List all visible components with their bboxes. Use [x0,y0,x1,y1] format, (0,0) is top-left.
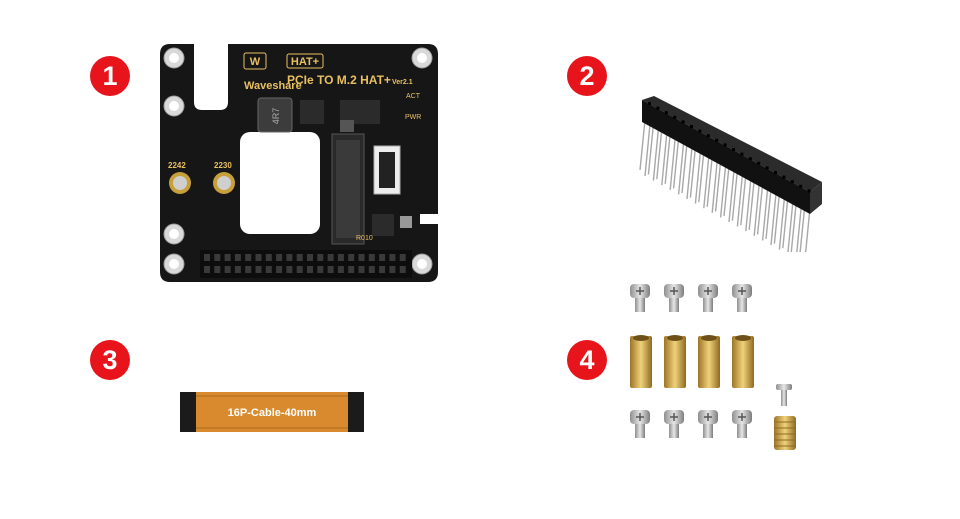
brass-standoff [698,335,720,388]
header-hole [723,143,727,147]
gpio-pin [368,254,375,261]
gpio-pin [224,266,231,273]
mount-2230-label: 2230 [214,161,232,170]
header-hole [715,138,719,142]
hat-plus-badge: HAT+ [291,56,319,68]
threaded-brass-insert [774,416,796,450]
item-number-badge-2: 2 [567,56,607,96]
gpio-pin [389,254,396,261]
insert-screw [776,384,792,406]
gpio-pin [255,254,262,261]
gpio-pin [296,254,303,261]
screw [732,410,752,438]
gpio-pin [265,266,272,273]
header-hole [656,106,660,110]
gpio-stacking-header [639,96,822,252]
gpio-pin [348,266,355,273]
board-version: Ver2.1 [392,79,413,86]
gpio-pin [307,266,313,273]
screw [698,284,718,312]
gpio-pin [214,254,221,261]
gpio-pin [234,254,241,261]
item-number-badge-3: 3 [90,340,130,380]
gpio-pin [276,266,283,273]
gpio-pin [348,254,355,261]
header-hole [748,157,752,161]
gpio-pin [399,266,406,273]
item-number-badge-4: 4 [567,340,607,380]
gpio-pin [358,254,365,261]
header-hole [774,171,777,174]
gpio-pin [296,266,303,273]
header-hole [698,129,702,133]
gpio-pin [358,266,365,273]
gpio-pin [327,266,334,273]
hardware-kit [630,284,796,450]
screw [630,410,650,438]
gpio-pin [307,254,313,261]
screw [630,284,650,312]
screw [698,410,718,438]
cable-label: 16P-Cable-40mm [228,407,317,419]
led-act-label: ACT [406,93,421,100]
gpio-pin [255,266,262,273]
ffc-cable-16p: 16P-Cable-40mm [180,392,364,432]
gpio-pin [399,254,406,261]
gpio-pin [317,266,324,273]
resistor-label: R010 [356,235,373,242]
gpio-pin [214,266,221,273]
gpio-pin [265,254,272,261]
header-hole [664,111,668,115]
gpio-pin [379,254,386,261]
header-hole [681,120,685,124]
header-hole [807,189,811,193]
header-hole [732,148,735,151]
gpio-pin [327,254,334,261]
header-hole [740,152,744,156]
board-title: PCIe TO M.2 HAT+ [287,73,391,87]
header-hole [790,180,794,184]
brass-standoff [732,335,754,388]
header-hole [673,115,677,119]
gpio-pin [337,266,344,273]
brand-label: Waveshare [244,80,302,92]
gpio-pin [276,254,283,261]
header-hole [706,134,710,138]
screw [664,284,684,312]
gpio-pin [204,266,210,273]
screw [664,410,684,438]
gpio-pin [379,266,386,273]
gpio-pin [224,254,231,261]
inductor-label: 4R7 [271,108,281,125]
svg-text:W: W [250,56,261,68]
header-hole [782,175,786,179]
pcie-m2-hat-board: 4R7 W Waveshare HAT+ PCIe TO M.2 HAT+ Ve… [160,44,438,282]
gpio-pin [286,254,293,261]
gpio-pin [317,254,324,261]
screw [732,284,752,312]
gpio-pin [245,266,252,273]
gpio-pin [286,266,293,273]
header-hole [690,125,693,128]
item-number-badge-1: 1 [90,56,130,96]
led-pwr-label: PWR [405,114,421,121]
gpio-pin [234,266,241,273]
gpio-pin [204,254,210,261]
header-hole [765,166,769,170]
gpio-pin [389,266,396,273]
header-hole [648,102,651,105]
brass-standoff [664,335,686,388]
header-hole [757,161,761,165]
gpio-pin [245,254,252,261]
header-hole [799,184,803,188]
gpio-pin [337,254,344,261]
mount-2242-label: 2242 [168,161,186,170]
gpio-pin [368,266,375,273]
brass-standoff [630,335,652,388]
